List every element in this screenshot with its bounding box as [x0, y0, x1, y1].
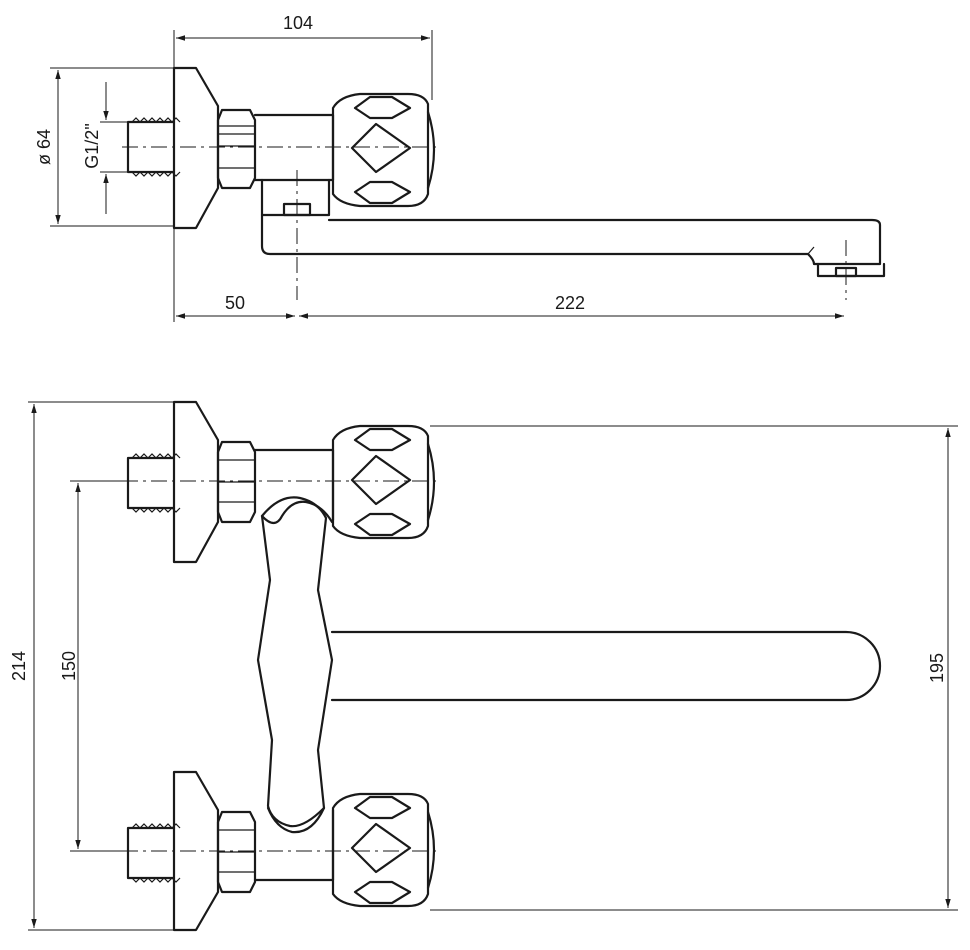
dim-label-50: 50 — [225, 293, 245, 313]
valve-body — [253, 113, 335, 217]
dimension-inlet-spacing: 150 — [59, 480, 128, 852]
lower-valve-front — [122, 770, 440, 932]
handle-side — [331, 92, 436, 208]
mixer-body-front — [253, 448, 335, 882]
wall-flange — [172, 66, 220, 230]
dim-label-150: 150 — [59, 651, 79, 681]
hex-nut — [216, 108, 257, 190]
upper-handle — [331, 424, 436, 540]
spout-side — [260, 213, 886, 278]
dimension-flange-diameter: ø 64 — [34, 67, 174, 227]
front-view: 214 150 195 — [9, 400, 958, 932]
upper-wall-flange — [172, 400, 220, 564]
dimension-spout-reach: 50 222 — [173, 228, 844, 322]
dim-label-flange-diameter: ø 64 — [34, 129, 54, 165]
dim-label-104: 104 — [283, 13, 313, 33]
upper-threaded-inlet — [126, 456, 176, 510]
dimension-handle-span: 195 — [430, 425, 958, 911]
side-view: 104 ø 64 G1/2" 50 222 — [34, 13, 886, 322]
lower-hex-nut — [216, 810, 257, 894]
dim-label-thread: G1/2" — [82, 123, 102, 168]
dimension-total-height: 214 — [9, 401, 174, 931]
upper-valve-front — [122, 400, 440, 564]
lower-handle — [331, 792, 436, 908]
dim-label-222: 222 — [555, 293, 585, 313]
dimension-thread: G1/2" — [82, 82, 128, 214]
dimension-overall-depth: 104 — [173, 13, 433, 100]
upper-hex-nut — [216, 440, 257, 524]
dim-label-195: 195 — [927, 653, 947, 683]
lower-threaded-inlet — [126, 826, 176, 880]
spout-front — [330, 630, 882, 702]
dim-label-214: 214 — [9, 651, 29, 681]
